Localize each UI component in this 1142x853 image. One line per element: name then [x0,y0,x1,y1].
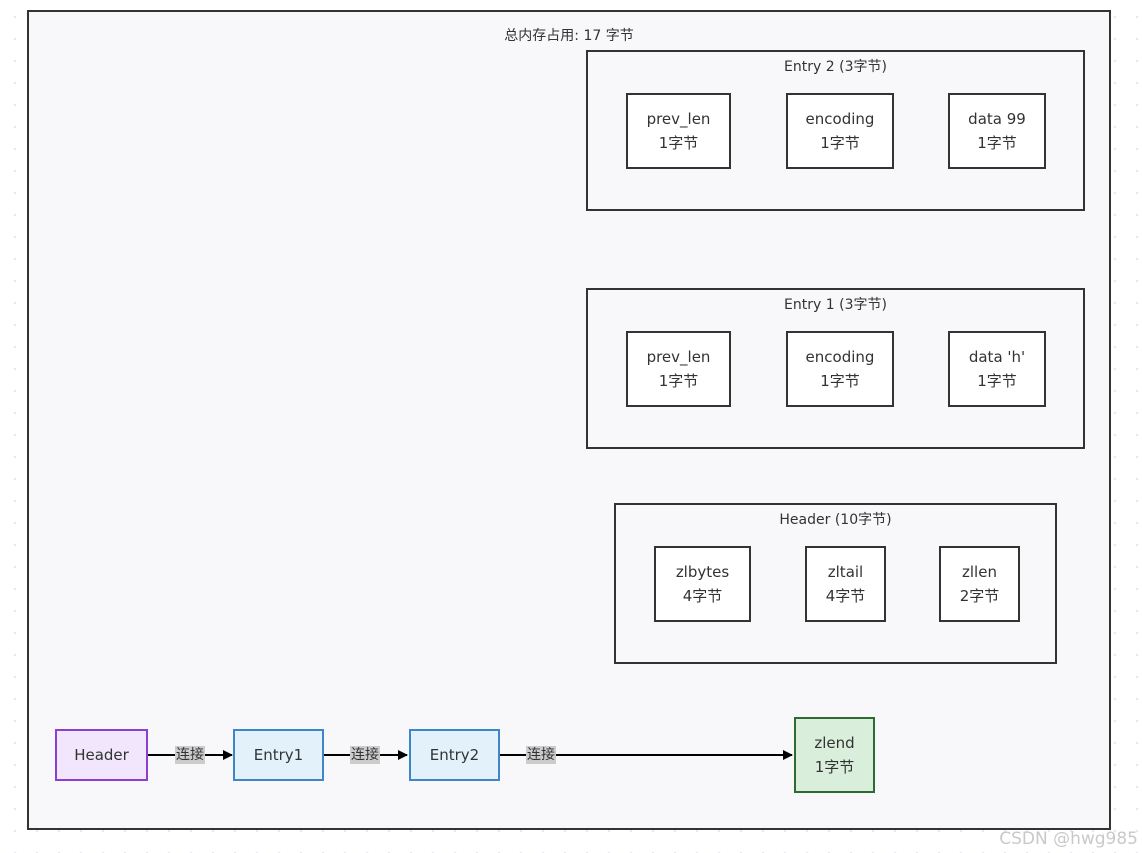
node-sub: 1字节 [814,758,855,776]
cell-name: encoding [805,110,875,128]
cell-size: 4字节 [825,587,866,605]
header-group: Header (10字节) zlbytes 4字节 zltail 4字节 zll… [614,503,1057,664]
entry2-data-cell: data 99 1字节 [948,93,1046,169]
header-zltail-cell: zltail 4字节 [805,546,886,622]
cell-size: 4字节 [682,587,723,605]
cell-name: zllen [962,563,997,581]
cell-name: data 'h' [968,348,1026,366]
cell-name: prev_len [646,348,711,366]
cell-name: prev_len [646,110,711,128]
entry2-group: Entry 2 (3字节) prev_len 1字节 encoding 1字节 … [586,50,1085,211]
edge-label-3: 连接 [526,746,556,764]
entry1-prev-len-cell: prev_len 1字节 [626,331,731,407]
cell-name: encoding [805,348,875,366]
entry1-group-title: Entry 1 (3字节) [784,297,887,313]
cell-size: 1字节 [658,372,699,390]
edge-label-2: 连接 [350,746,380,764]
header-group-title: Header (10字节) [779,512,892,528]
flow-node-zlend: zlend 1字节 [794,717,875,793]
node-label: Header [74,746,129,764]
cell-name: zlbytes [675,563,730,581]
edge-label-1: 连接 [175,746,205,764]
csdn-watermark: CSDN @hwg985 [999,829,1138,849]
entry2-prev-len-cell: prev_len 1字节 [626,93,731,169]
entry2-group-title: Entry 2 (3字节) [784,59,887,75]
header-zlbytes-cell: zlbytes 4字节 [654,546,751,622]
cell-size: 2字节 [959,587,1000,605]
cell-size: 1字节 [820,134,860,152]
node-label: Entry1 [253,746,304,764]
cell-size: 1字节 [977,372,1017,390]
flow-node-entry1: Entry1 [233,729,324,781]
cell-size: 1字节 [820,372,860,390]
flow-node-entry2: Entry2 [409,729,500,781]
node-label: Entry2 [429,746,480,764]
entry1-encoding-cell: encoding 1字节 [786,331,894,407]
total-memory-title: 总内存占用: 17 字节 [504,28,634,44]
entry2-encoding-cell: encoding 1字节 [786,93,894,169]
cell-size: 1字节 [977,134,1017,152]
entry1-data-cell: data 'h' 1字节 [948,331,1046,407]
memory-diagram-frame: 总内存占用: 17 字节 Entry 2 (3字节) prev_len 1字节 … [27,10,1111,830]
node-label: zlend [814,734,855,752]
cell-name: data 99 [968,110,1026,128]
entry1-group: Entry 1 (3字节) prev_len 1字节 encoding 1字节 … [586,288,1085,449]
cell-size: 1字节 [658,134,699,152]
cell-name: zltail [827,563,864,581]
header-zllen-cell: zllen 2字节 [939,546,1020,622]
flow-node-header: Header [55,729,148,781]
